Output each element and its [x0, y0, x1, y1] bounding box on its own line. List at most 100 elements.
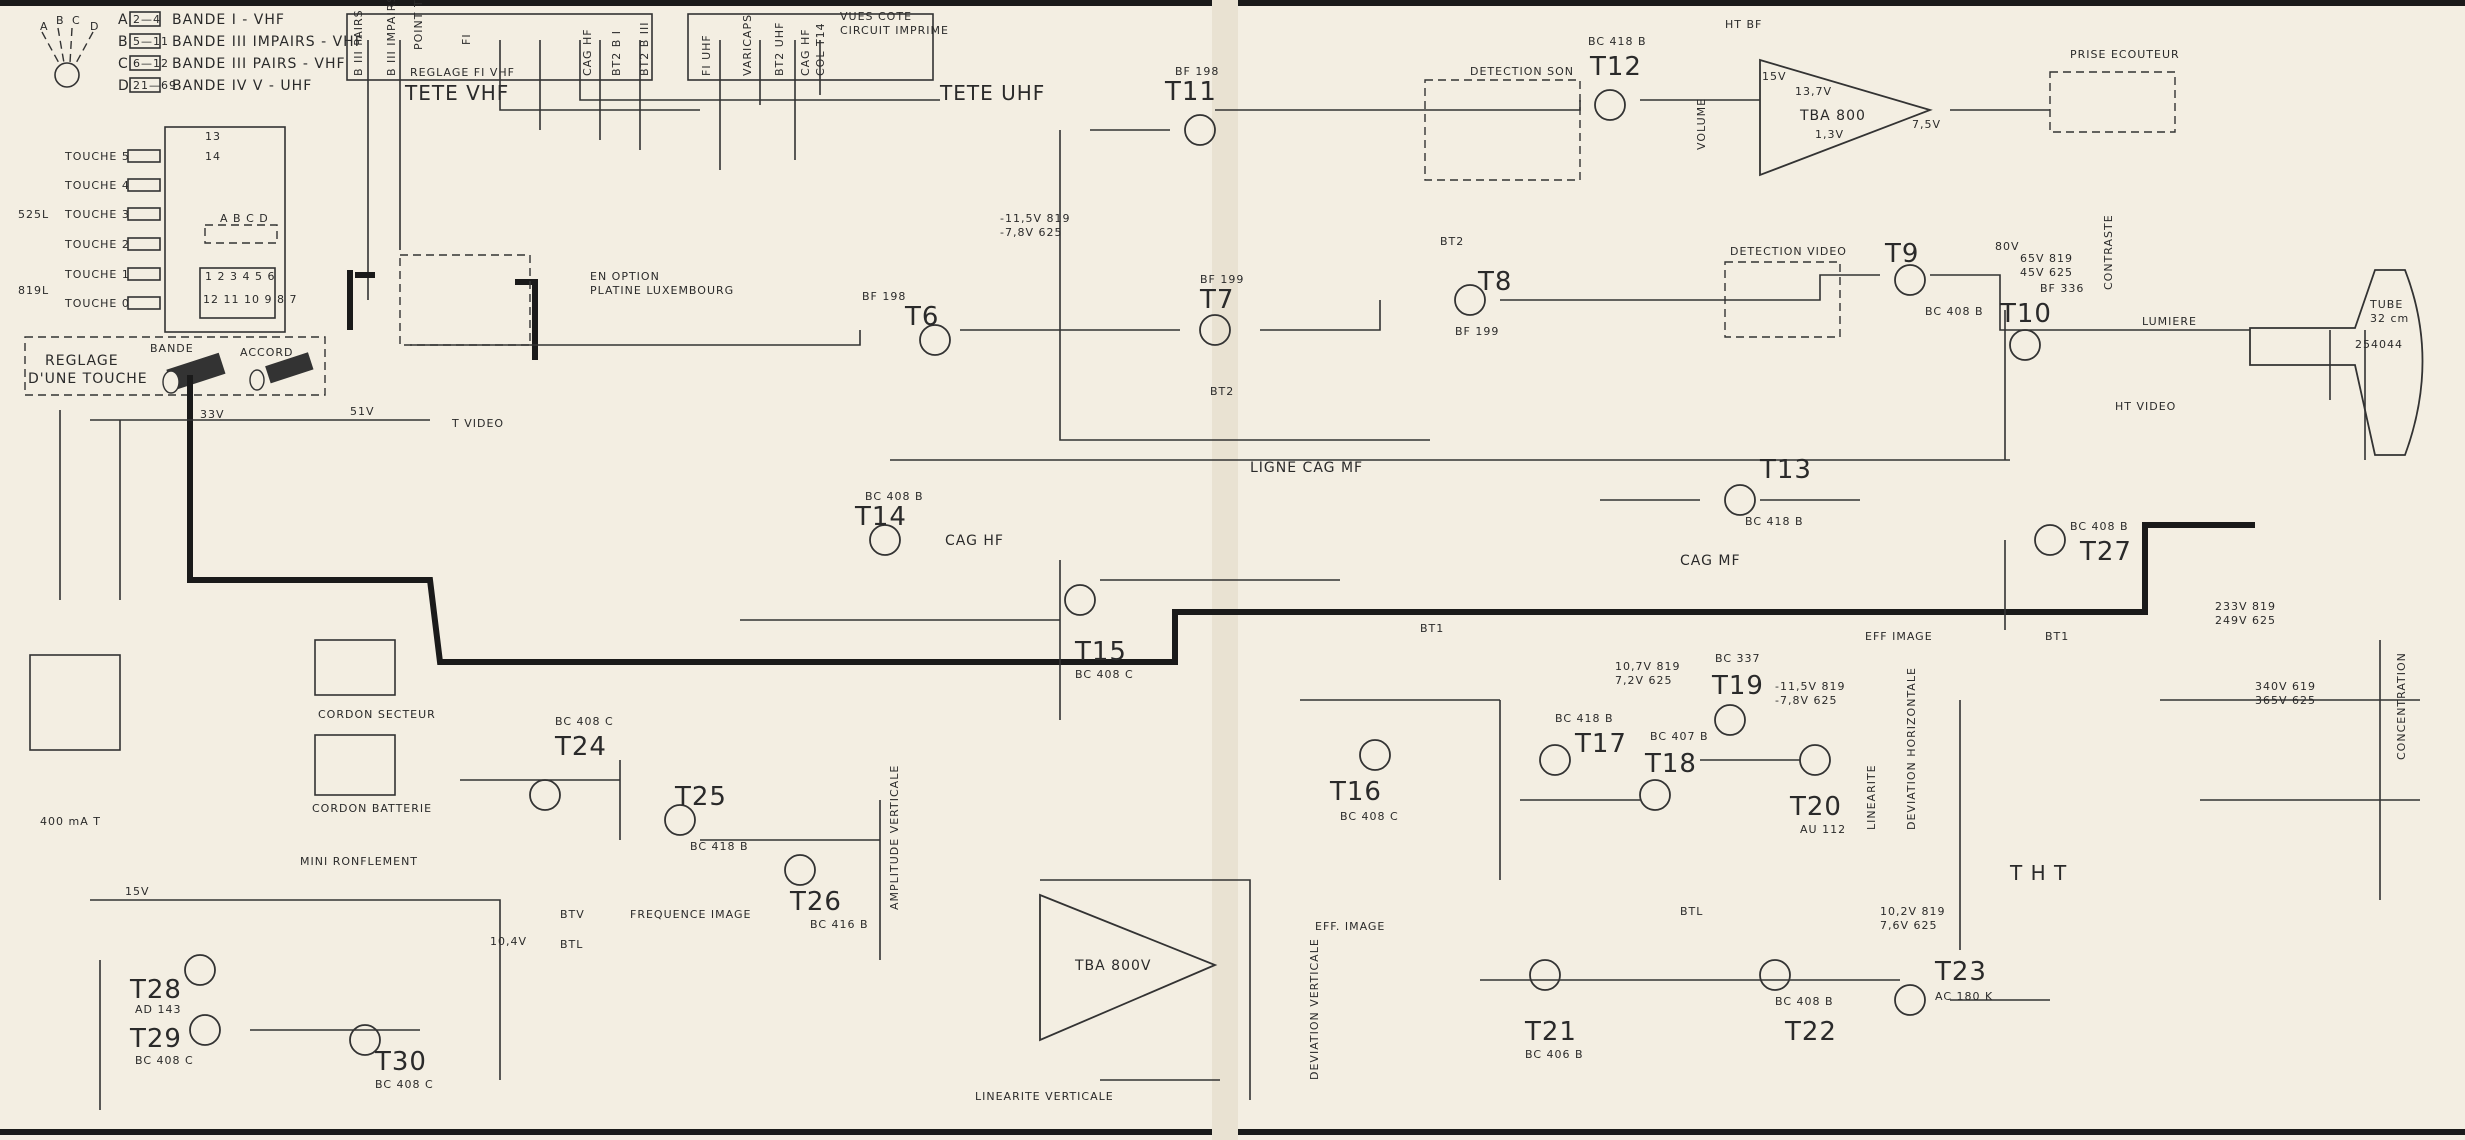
board-partition [187, 375, 2255, 665]
detection-video-block [1724, 261, 1841, 338]
type-text: BC 337 [1715, 652, 1761, 665]
cordon-secteur-label: CORDON SECTEUR [318, 708, 436, 721]
id-text: T25 [674, 782, 727, 812]
id-text: T22 [1784, 1017, 1837, 1047]
legend-letter: D [118, 78, 130, 94]
vhf-pin-label: B III PAIRS [352, 9, 365, 76]
type-text: BC 407 B [1650, 730, 1709, 743]
page-fold [1212, 0, 1238, 1140]
option-label: EN OPTION [590, 270, 660, 283]
tba800v-vertical-amp: TBA 800V [1039, 893, 1218, 1042]
rail-bt1: BT1 [1420, 622, 1444, 635]
position-14: 14 [205, 150, 221, 163]
detection-son-block [1424, 79, 1581, 181]
abcd-switch-label: A B C D [220, 212, 269, 225]
cag-mf-label: CAG MF [1680, 553, 1741, 569]
mains-switch [29, 654, 121, 751]
id-text: T6 [904, 302, 939, 332]
t19-1-text: 10,7V 819 [1615, 660, 1681, 673]
tube-label: TUBE [2369, 298, 2403, 311]
t23-1-text: 10,2V 819 [1880, 905, 1946, 918]
touche-2[interactable]: TOUCHE 2 [64, 238, 130, 251]
contacts-top: 1 2 3 4 5 6 [205, 270, 275, 283]
linearite-label[interactable]: LINEARITE [1865, 764, 1878, 830]
linearite-verticale-label[interactable]: LINEARITE VERTICALE [975, 1090, 1114, 1103]
transistor-t18: T18 BC 407 B [1639, 730, 1709, 811]
vhf-pin-label: POINT TEST FI [412, 0, 425, 50]
rail-btv: BTV [560, 908, 585, 921]
touche-3[interactable]: TOUCHE 3 [64, 208, 130, 221]
eff-image-label-2: EFF. IMAGE [1315, 920, 1385, 933]
type-text: BC 406 B [1525, 1048, 1584, 1061]
type-text: BC 408 B [1775, 995, 1834, 1008]
cordon-batterie-label: CORDON BATTERIE [312, 802, 432, 815]
switch-letter-d: D [90, 20, 99, 33]
volume-label[interactable]: VOLUME [1695, 98, 1708, 150]
adjust-title: D'UNE TOUCHE [28, 371, 148, 387]
touche-5[interactable]: TOUCHE 5 [64, 150, 130, 163]
id-text: T26 [789, 887, 842, 917]
mini-ronflement-label[interactable]: MINI RONFLEMENT [300, 855, 418, 868]
view-note: CIRCUIT IMPRIME [840, 24, 949, 37]
bande-knob-icon [162, 352, 226, 394]
supply-rails: BT1 BT2 BTV BTL BT1 BT2 BTL [560, 235, 2068, 951]
id-text: T10 [1999, 299, 2052, 329]
legend-band: BANDE IV V - UHF [172, 78, 312, 94]
type-text: BC 408 B [865, 490, 924, 503]
id-text: T24 [554, 732, 607, 762]
lumiere-label[interactable]: LUMIERE [2142, 315, 2197, 328]
legend-letter: B [118, 34, 129, 50]
g2-2-text: 249V 625 [2215, 614, 2276, 627]
id-text: T18 [1644, 749, 1697, 779]
type-text: AU 112 [1800, 823, 1846, 836]
contraste-label[interactable]: CONTRASTE [2102, 214, 2115, 290]
concentration-label[interactable]: CONCENTRATION [2395, 652, 2408, 760]
tht-label: T H T [2009, 861, 2067, 885]
id-text: T15 [1074, 637, 1127, 667]
rail-bt2: BT2 [1210, 385, 1234, 398]
eff-image-label: EFF IMAGE [1865, 630, 1933, 643]
legend-range: 21—69 [133, 79, 177, 92]
switch-letter-c: C [72, 14, 81, 27]
amplitude-verticale-label[interactable]: AMPLITUDE VERTICALE [888, 765, 901, 910]
id-text: T16 [1329, 777, 1382, 807]
touche-0[interactable]: TOUCHE 0 [64, 297, 130, 310]
vhf-pin-label: FI [460, 33, 473, 45]
touche-4[interactable]: TOUCHE 4 [64, 179, 130, 192]
picture-tube: TUBE 32 cm 254044 [2249, 269, 2424, 456]
type-text: BC 418 B [690, 840, 749, 853]
touche-1[interactable]: TOUCHE 1 [64, 268, 130, 281]
type-text: BC 408 B [1925, 305, 1984, 318]
type-text: BC 418 B [1555, 712, 1614, 725]
uhf-tuner: FI UHF VARICAPS BT2 UHF CAG HF COL T14 V… [687, 10, 1044, 105]
id-text: T23 [1934, 957, 1987, 987]
id-text: T11 [1164, 77, 1217, 107]
adjust-title: REGLAGE [45, 353, 119, 369]
vhf-tuner-title: TETE VHF [404, 81, 509, 105]
voltage-label: 13,7V [1795, 85, 1832, 98]
voltage-label: 7,5V [1912, 118, 1941, 131]
group-819l: 819L [18, 284, 49, 297]
rail-bt2: BT2 [1440, 235, 1464, 248]
rail-btl: BTL [1680, 905, 1703, 918]
luxembourg-option-block [399, 254, 531, 346]
deviation-verticale-label: DEVIATION VERTICALE [1308, 938, 1321, 1080]
rail-btl: BTL [560, 938, 583, 951]
tba800-audio-amp: TBA 800 15V 13,7V 7,5V 1,3V HT BF VOLUME [1695, 18, 1941, 177]
frequence-image-label[interactable]: FREQUENCE IMAGE [630, 908, 751, 921]
voltage-label: 15V [1762, 70, 1787, 83]
ht-video-label: HT VIDEO [2115, 400, 2176, 413]
type-text: BC 408 C [1340, 810, 1399, 823]
v-33-text: 33V [200, 408, 225, 421]
v-104-text: 10,4V [490, 935, 527, 948]
type-text: BF 199 [1200, 273, 1244, 286]
